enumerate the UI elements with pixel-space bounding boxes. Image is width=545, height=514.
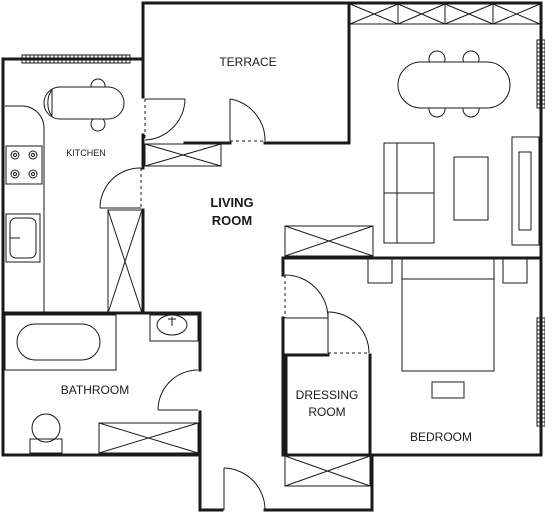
- room-labels: TERRACE KITCHEN LIVING ROOM BATHROOM DRE…: [61, 55, 472, 444]
- kitchen-sink-icon: [5, 213, 41, 263]
- bathroom-fixtures: [4, 314, 199, 454]
- living-wardrobe: [284, 225, 374, 257]
- terrace-door-right: [229, 98, 266, 142]
- top-storage-cabinet: [349, 3, 541, 25]
- entrance-cabinet: [284, 455, 371, 487]
- dining-window: [536, 39, 545, 109]
- kitchen-door: [99, 167, 142, 209]
- bathroom-cabinet: [98, 422, 199, 454]
- label-terrace: TERRACE: [219, 55, 276, 69]
- living-storage-cabinet: [144, 143, 222, 167]
- bedroom-window: [536, 317, 545, 427]
- label-living-line2: ROOM: [212, 213, 252, 228]
- toilet-icon: [29, 413, 63, 454]
- entrance-door: [223, 467, 266, 511]
- kitchen-fixtures: [5, 78, 125, 313]
- dining-fixtures: [383, 50, 540, 246]
- tv-unit-icon: [511, 136, 540, 246]
- bed-icon: [367, 258, 528, 372]
- label-dressing-line2: ROOM: [308, 405, 345, 419]
- sofa-icon: [383, 142, 435, 244]
- kitchen-window: [21, 54, 131, 64]
- bathroom-sink-icon: [149, 314, 199, 342]
- cabinets: [98, 3, 541, 487]
- bedroom-door: [284, 274, 329, 319]
- windows: [21, 39, 545, 427]
- label-living-line1: LIVING: [210, 195, 253, 210]
- dressing-room-door: [327, 311, 370, 354]
- bench-icon: [431, 381, 465, 399]
- doors: [99, 98, 370, 511]
- bedroom-fixtures: [367, 258, 528, 399]
- label-dressing-line1: DRESSING: [296, 388, 359, 402]
- coffee-table-icon: [453, 156, 489, 221]
- label-kitchen: KITCHEN: [66, 148, 106, 158]
- bathtub-icon: [4, 314, 117, 371]
- label-bedroom: BEDROOM: [410, 430, 472, 444]
- stove-icon: [5, 145, 43, 185]
- terrace-door-left: [144, 98, 186, 141]
- kitchen-closet: [107, 209, 143, 314]
- kitchen-table-icon: [43, 78, 125, 132]
- label-bathroom: BATHROOM: [61, 383, 129, 397]
- bathroom-door: [157, 369, 199, 411]
- dining-table-icon: [397, 50, 511, 118]
